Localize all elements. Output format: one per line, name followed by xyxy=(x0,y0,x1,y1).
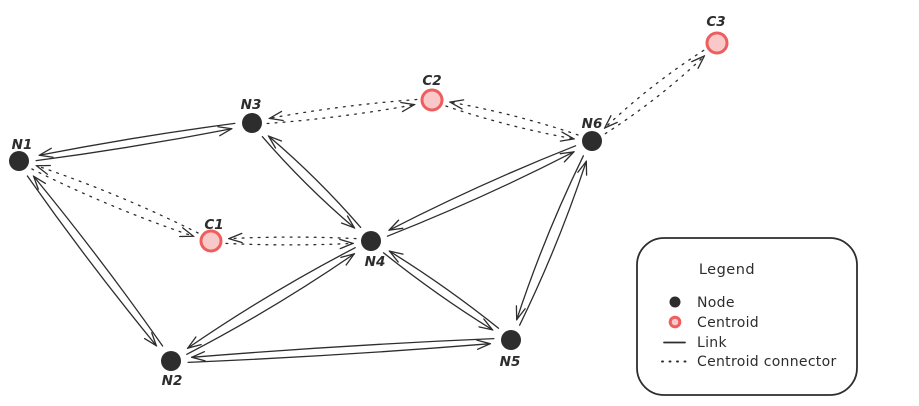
legend-item-node: Node xyxy=(697,295,735,311)
connector-C2-N6-reverse xyxy=(450,102,579,136)
connector-N3-C2-reverse xyxy=(270,98,418,119)
label-N6: N6 xyxy=(582,116,603,132)
link-N2-N4-reverse xyxy=(188,247,356,348)
node-N2 xyxy=(161,351,181,371)
link-N1-N2-reverse xyxy=(34,176,164,347)
connector-N1-C1-reverse xyxy=(37,166,199,234)
label-C3: C3 xyxy=(706,14,725,30)
connector-C1-N4 xyxy=(225,243,353,245)
legend-centroid-marker-icon xyxy=(668,315,682,329)
node-N3 xyxy=(242,113,262,133)
link-N3-N4-reverse xyxy=(269,136,362,228)
connector-N3-C2 xyxy=(266,105,414,125)
link-N5-N6-reverse xyxy=(517,155,585,320)
label-N3: N3 xyxy=(241,97,262,113)
link-N4-N5 xyxy=(382,252,492,330)
centroid-C2 xyxy=(420,88,444,112)
connector-N1-C1 xyxy=(31,168,194,236)
connector-C1-N4-reverse xyxy=(229,237,357,239)
legend: Legend Node Centroid Link Centroid conne… xyxy=(636,237,858,396)
legend-box xyxy=(636,237,858,396)
link-N4-N6-reverse xyxy=(389,145,577,230)
edges-layer xyxy=(26,49,705,363)
link-N4-N6 xyxy=(386,152,573,237)
centroid-C3 xyxy=(705,31,729,55)
connector-N6-C3 xyxy=(604,56,704,135)
legend-item-centroid-connector: Centroid connector xyxy=(697,354,837,370)
connector-C2-N6 xyxy=(445,105,574,139)
legend-item-link: Link xyxy=(697,335,727,351)
link-N1-N3 xyxy=(35,129,231,162)
link-N1-N2 xyxy=(26,175,156,346)
label-N4: N4 xyxy=(365,254,386,270)
link-N5-N6 xyxy=(518,161,587,326)
connector-N6-C3-reverse xyxy=(605,49,705,128)
legend-title: Legend xyxy=(699,262,755,278)
node-N5 xyxy=(501,330,521,350)
label-N1: N1 xyxy=(12,137,33,153)
link-N2-N4 xyxy=(186,254,354,355)
node-N6 xyxy=(582,131,602,151)
link-N1-N3-reverse xyxy=(39,122,236,155)
label-N2: N2 xyxy=(162,373,183,389)
label-N5: N5 xyxy=(500,354,521,370)
label-C1: C1 xyxy=(204,217,223,233)
node-N4 xyxy=(361,231,381,251)
link-N2-N5 xyxy=(187,344,490,363)
link-N4-N5-reverse xyxy=(390,251,500,329)
node-N1 xyxy=(9,151,29,171)
link-N2-N5-reverse xyxy=(192,338,495,358)
legend-node-marker-icon xyxy=(669,296,681,308)
centroid-C1 xyxy=(199,229,223,253)
link-N3-N4 xyxy=(261,136,354,228)
legend-item-centroid: Centroid xyxy=(697,315,759,331)
label-C2: C2 xyxy=(422,73,441,89)
